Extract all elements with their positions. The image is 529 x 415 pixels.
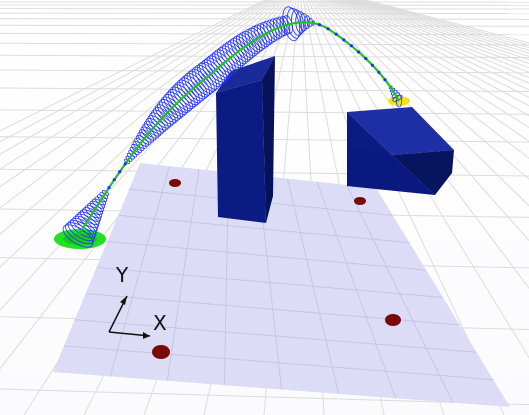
hole: [169, 179, 181, 187]
tall-pillar: [216, 56, 275, 223]
grid-line: [0, 54, 529, 58]
x-axis-label: X: [153, 311, 167, 335]
trajectory-path: [77, 21, 400, 237]
trajectory-dot: [112, 178, 116, 182]
grid-line: [327, 0, 529, 129]
platform-grid-line: [74, 319, 477, 353]
grid-line: [0, 18, 529, 20]
hole: [354, 197, 366, 205]
trajectory-dot: [107, 186, 111, 190]
grid-line: [336, 0, 529, 91]
trajectory-dot: [370, 63, 375, 67]
grid-line: [0, 388, 529, 406]
trajectory-dot: [364, 56, 368, 61]
platform-grid-line: [316, 181, 397, 399]
platform-grid-line: [63, 345, 494, 381]
hole: [152, 345, 170, 359]
y-axis-label: Y: [115, 263, 129, 287]
axis-indicator: [108, 295, 151, 339]
trajectory-dot: [118, 170, 122, 174]
grid-line: [322, 0, 529, 159]
grid-line: [0, 0, 266, 132]
trajectory-sample: [395, 94, 403, 108]
grid-line: [0, 12, 529, 15]
grid-line: [334, 0, 529, 98]
platform-grid-line: [346, 184, 454, 403]
grid-line: [324, 0, 529, 142]
trajectory-dot: [349, 44, 353, 48]
grid-line: [317, 0, 529, 207]
grid-line: [329, 0, 529, 117]
trajectory-dot: [357, 50, 361, 54]
grid-line: [0, 0, 283, 268]
grid-line: [339, 0, 529, 84]
grid-line: [310, 0, 529, 359]
y-axis-arrowhead: [120, 296, 127, 305]
grid-line: [0, 0, 280, 235]
grid-line: [0, 0, 273, 170]
grid-line: [341, 0, 529, 79]
trajectory-dot: [383, 78, 387, 82]
hole: [385, 314, 401, 326]
trajectory-dot: [342, 38, 346, 42]
short-block: [347, 107, 454, 195]
trajectory-dot: [123, 162, 127, 166]
grid-line: [0, 0, 275, 188]
grid-line: [343, 0, 529, 73]
grid-line: [0, 0, 268, 143]
x-axis-arrowhead: [143, 332, 150, 339]
platform-grid-line: [287, 178, 340, 394]
trajectory-dot: [326, 27, 330, 31]
platform-grid-line: [96, 267, 444, 298]
grid-line: [319, 0, 529, 180]
grid-line: [0, 0, 278, 209]
trajectory-dots: [107, 23, 387, 190]
grid-line: [331, 0, 529, 107]
trajectory-dot: [317, 23, 322, 27]
trajectory-dot: [377, 70, 381, 74]
grid-line: [0, 0, 271, 155]
trajectory-dot: [334, 32, 338, 36]
grid-line: [312, 0, 529, 290]
